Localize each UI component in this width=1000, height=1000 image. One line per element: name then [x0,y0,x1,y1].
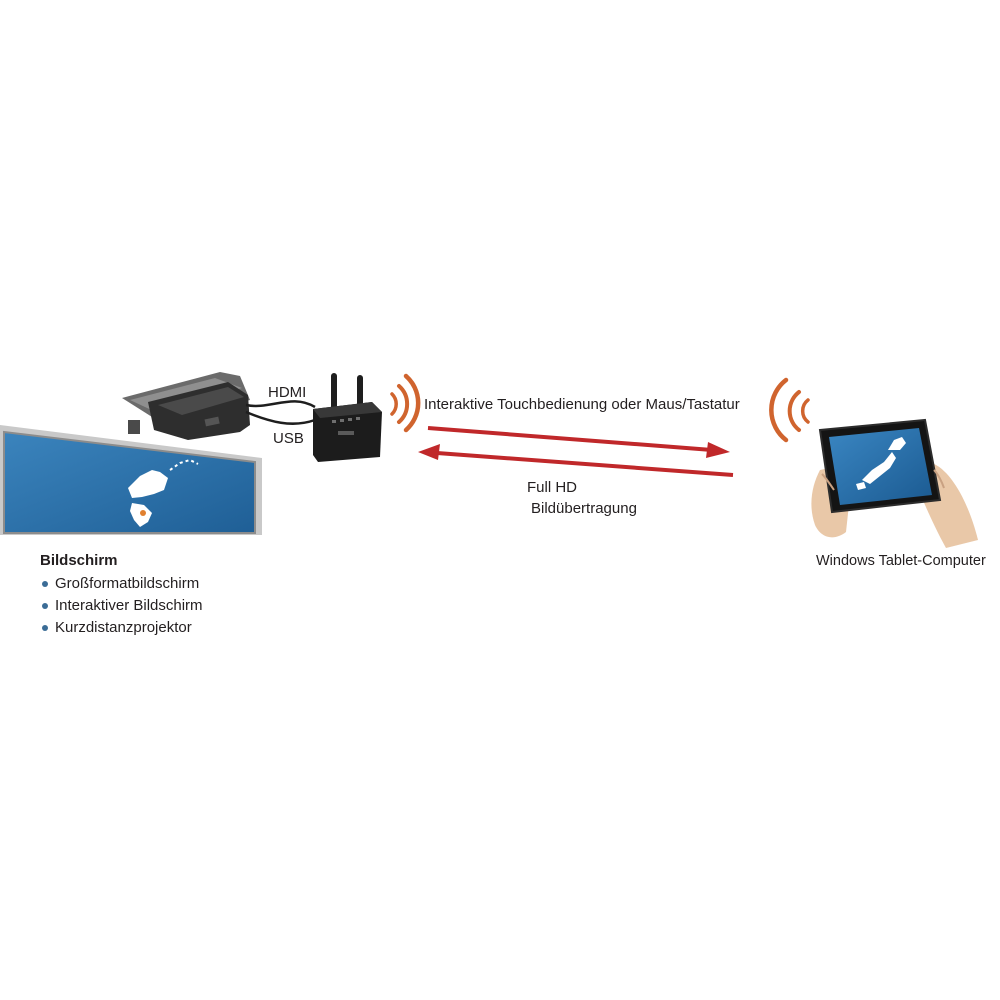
list-item-label: Kurzdistanzprojektor [55,619,192,636]
bullet-icon [42,581,48,587]
hdmi-label: HDMI [268,384,307,401]
projector [122,372,250,440]
tablet-label: Windows Tablet-Computer [816,553,986,569]
list-item: Großformatbildschirm [40,573,203,595]
image-transfer-label: Bildübertragung [531,500,637,517]
display-screen [0,425,262,535]
display-options-list: Großformatbildschirm Interaktiver Bildsc… [40,573,203,639]
full-hd-label: Full HD [527,479,578,496]
tablet-computer [811,418,978,548]
list-item: Kurzdistanzprojektor [40,617,203,639]
bullet-icon [42,603,48,609]
list-item: Interaktiver Bildschirm [40,595,203,617]
map-japan-icon [128,458,199,527]
hdmi-cable [245,400,316,409]
interactive-control-label: Interaktive Touchbedienung oder Maus/Tas… [424,396,740,413]
signal-waves-icon [769,377,810,443]
map-japan-icon [856,437,906,490]
list-item-label: Großformatbildschirm [55,575,200,592]
list-item-label: Interaktiver Bildschirm [55,597,203,614]
video-arrow-to-receiver [418,444,734,477]
display-heading: Bildschirm [40,552,118,569]
control-arrow-to-tablet [427,426,730,458]
wireless-receiver [313,373,382,462]
usb-label: USB [273,430,304,447]
bullet-icon [42,625,48,631]
usb-cable [245,410,316,425]
signal-waves-icon [390,373,421,433]
